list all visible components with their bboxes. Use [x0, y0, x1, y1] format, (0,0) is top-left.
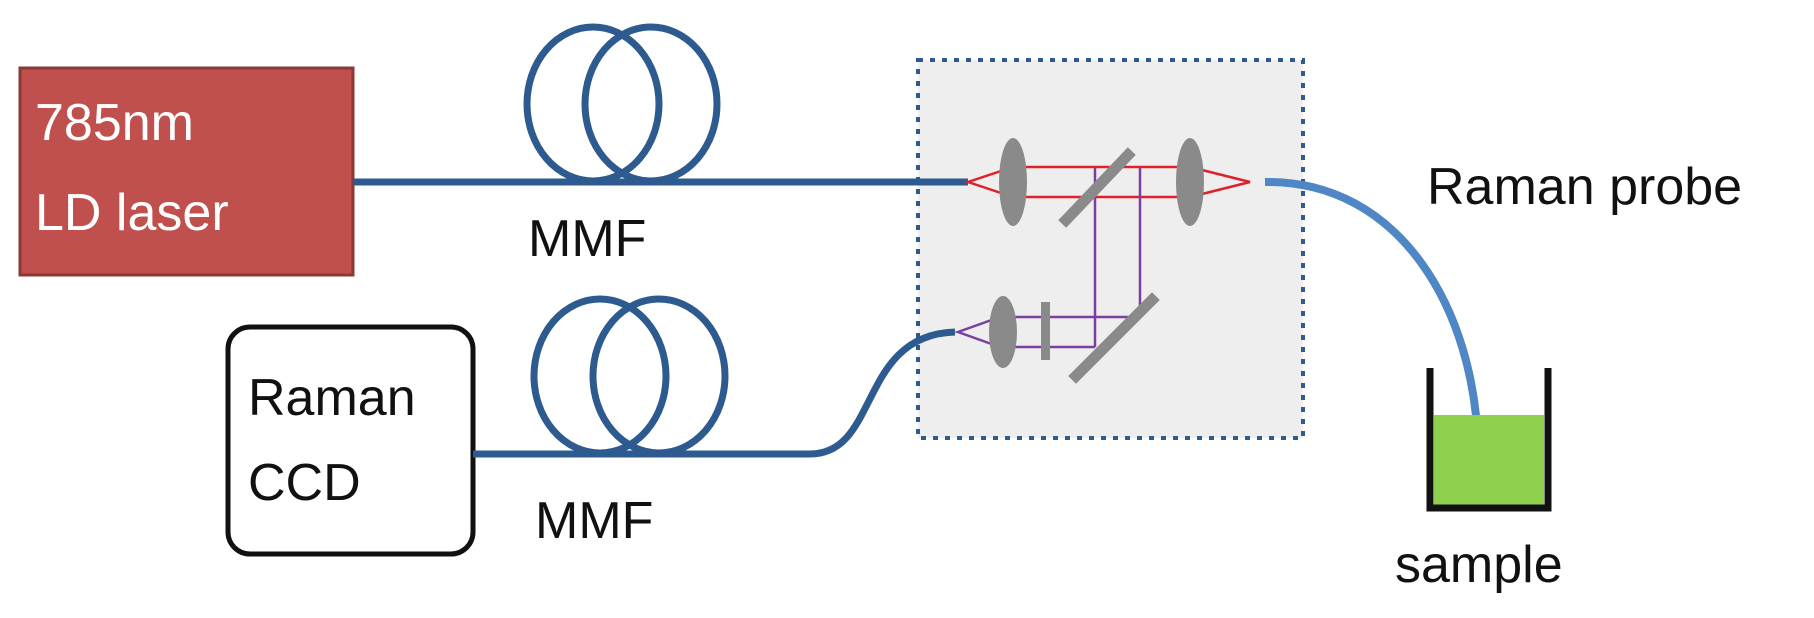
bottom-fiber-label: MMF: [535, 492, 653, 550]
sample-label: sample: [1395, 536, 1563, 594]
raman-ccd: Raman CCD: [225, 324, 476, 557]
excitation-beam-output-cone: [1189, 165, 1251, 199]
filter: [1041, 302, 1050, 360]
excitation-beam: [964, 165, 1251, 199]
bottom-fiber: [473, 295, 956, 458]
raman-probe-fiber: [1264, 177, 1482, 449]
optics-housing: [916, 58, 1305, 440]
laser-label-line1: 785nm: [35, 94, 194, 152]
collection-beam-output-cone: [954, 315, 1001, 349]
sample-cuvette: [1426, 368, 1552, 512]
top-fiber-coil-2: [581, 23, 721, 185]
sample-liquid: [1434, 415, 1544, 507]
laser-box: [18, 66, 355, 277]
lens-output: [1176, 138, 1204, 226]
top-fiber-label: MMF: [528, 210, 646, 268]
mirrors: [1058, 147, 1160, 384]
top-fiber-coil-1: [523, 23, 663, 185]
lens-input: [999, 138, 1027, 226]
ccd-label-line1: Raman: [248, 369, 416, 427]
laser-source: 785nm LD laser: [18, 66, 355, 277]
bottom-fiber-line: [473, 328, 956, 458]
dichroic-mirror: [1058, 147, 1136, 228]
lens-collection: [989, 296, 1017, 368]
cuvette-walls: [1426, 368, 1552, 512]
fold-mirror: [1068, 292, 1160, 384]
laser-label-line2: LD laser: [35, 184, 229, 242]
raman-probe-label: Raman probe: [1427, 158, 1742, 216]
top-fiber: [353, 23, 968, 186]
ccd-box: [225, 324, 476, 557]
excitation-beam-input-cone: [964, 165, 1014, 199]
ccd-label-line2: CCD: [248, 454, 361, 512]
bottom-fiber-coil-2: [589, 295, 729, 457]
bottom-fiber-coil-1: [530, 295, 670, 457]
optical-elements: [989, 138, 1204, 368]
